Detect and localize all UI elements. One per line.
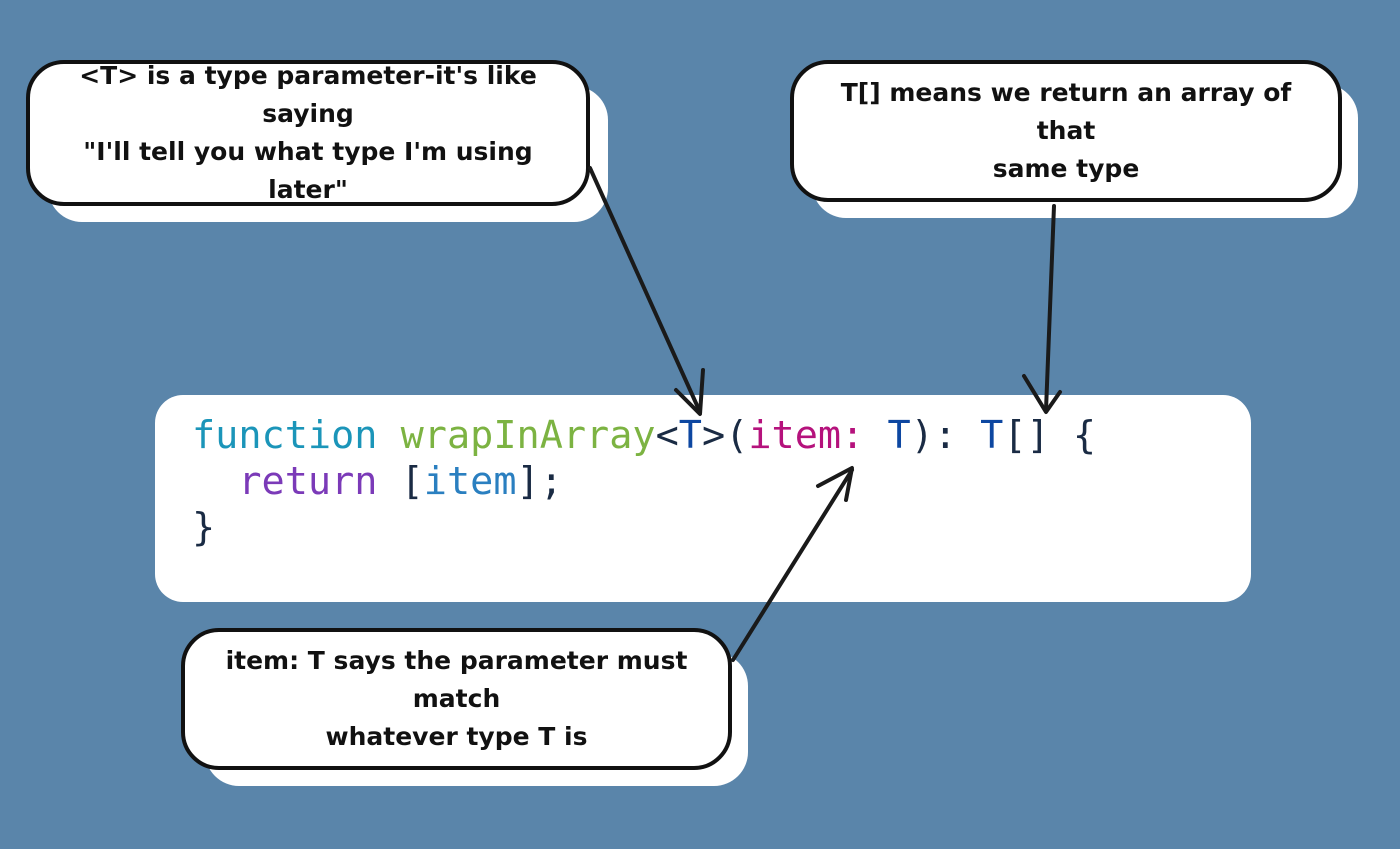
code-token: > <box>701 413 726 458</box>
callout-line-1: T[] means we return an array of that <box>840 78 1292 145</box>
callout-box: item: T says the parameter must match wh… <box>181 628 732 770</box>
code-token: [] <box>1003 413 1050 458</box>
code-token: wrapInArray <box>400 413 656 458</box>
code-token: item <box>423 459 517 504</box>
code-token: ( <box>725 413 749 458</box>
code-token: ): <box>910 413 957 458</box>
code-block: function wrapInArray<T>(item: T): T[] { … <box>192 413 1096 551</box>
code-line-2: return [item]; <box>192 459 1096 505</box>
arrow-to-return-type <box>1022 204 1062 414</box>
code-token: { <box>1049 413 1097 458</box>
arrow-to-type-parameter <box>588 166 705 416</box>
code-token: ]; <box>516 459 563 504</box>
callout-box: T[] means we return an array of that sam… <box>790 60 1342 202</box>
code-token: return <box>238 459 378 504</box>
code-token: < <box>655 413 679 458</box>
code-snippet-card: function wrapInArray<T>(item: T): T[] { … <box>155 395 1251 602</box>
code-token: [ <box>377 459 424 504</box>
callout-line-2: whatever type T is <box>325 722 588 751</box>
code-token: function <box>192 413 378 458</box>
code-token: T <box>678 413 702 458</box>
callout-text: <T> is a type parameter-it's like saying… <box>48 57 568 209</box>
code-token: item: <box>748 413 865 458</box>
callout-text: T[] means we return an array of that sam… <box>812 74 1320 188</box>
callout-line-2: same type <box>992 154 1140 183</box>
callout-text: item: T says the parameter must match wh… <box>203 642 710 756</box>
callout-line-2: "I'll tell you what type I'm using later… <box>83 137 533 204</box>
callout-box: <T> is a type parameter-it's like saying… <box>26 60 590 206</box>
callout-line-1: <T> is a type parameter-it's like saying <box>79 61 537 128</box>
arrow-to-item-parameter <box>731 466 854 662</box>
code-token: T <box>887 413 911 458</box>
code-line-3: } <box>192 505 1096 551</box>
callout-line-1: item: T says the parameter must match <box>225 646 688 713</box>
code-token: T <box>980 413 1004 458</box>
code-token: } <box>192 505 216 550</box>
code-line-1: function wrapInArray<T>(item: T): T[] { <box>192 413 1096 459</box>
